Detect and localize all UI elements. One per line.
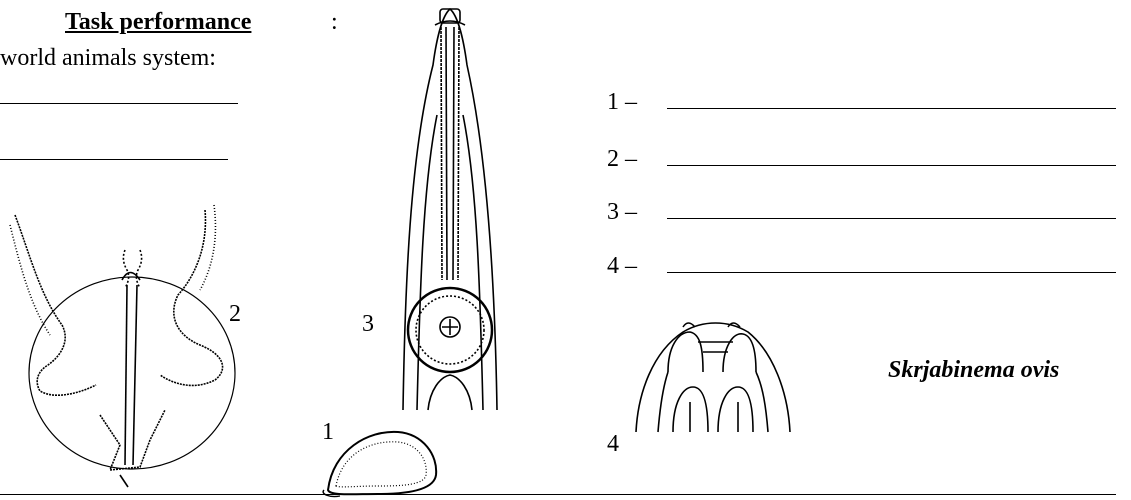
figure-label-3: 3 [362,310,374,338]
bottom-separator-line [0,494,1116,495]
task-title-colon: : [331,8,338,36]
figure-label-4: 4 [607,430,619,458]
answer-line-4[interactable] [667,272,1116,273]
caudal-end-illustration [0,195,250,485]
answer-line-3[interactable] [667,218,1116,219]
answer-number-2: 2 – [607,145,637,173]
answer-number-4: 4 – [607,252,637,280]
left-blank-line-2[interactable] [0,159,228,160]
left-blank-line-1[interactable] [0,103,238,104]
answer-line-2[interactable] [667,165,1116,166]
task-title: Task performance [65,8,251,36]
answer-line-1[interactable] [667,108,1116,109]
egg-illustration [318,420,448,498]
anterior-end-illustration [395,5,505,415]
intro-text: world animals system: [0,44,216,72]
species-name: Skrjabinema ovis [888,356,1059,384]
answer-number-3: 3 – [607,198,637,226]
answer-number-1: 1 – [607,88,637,116]
head-lips-illustration [628,312,803,437]
